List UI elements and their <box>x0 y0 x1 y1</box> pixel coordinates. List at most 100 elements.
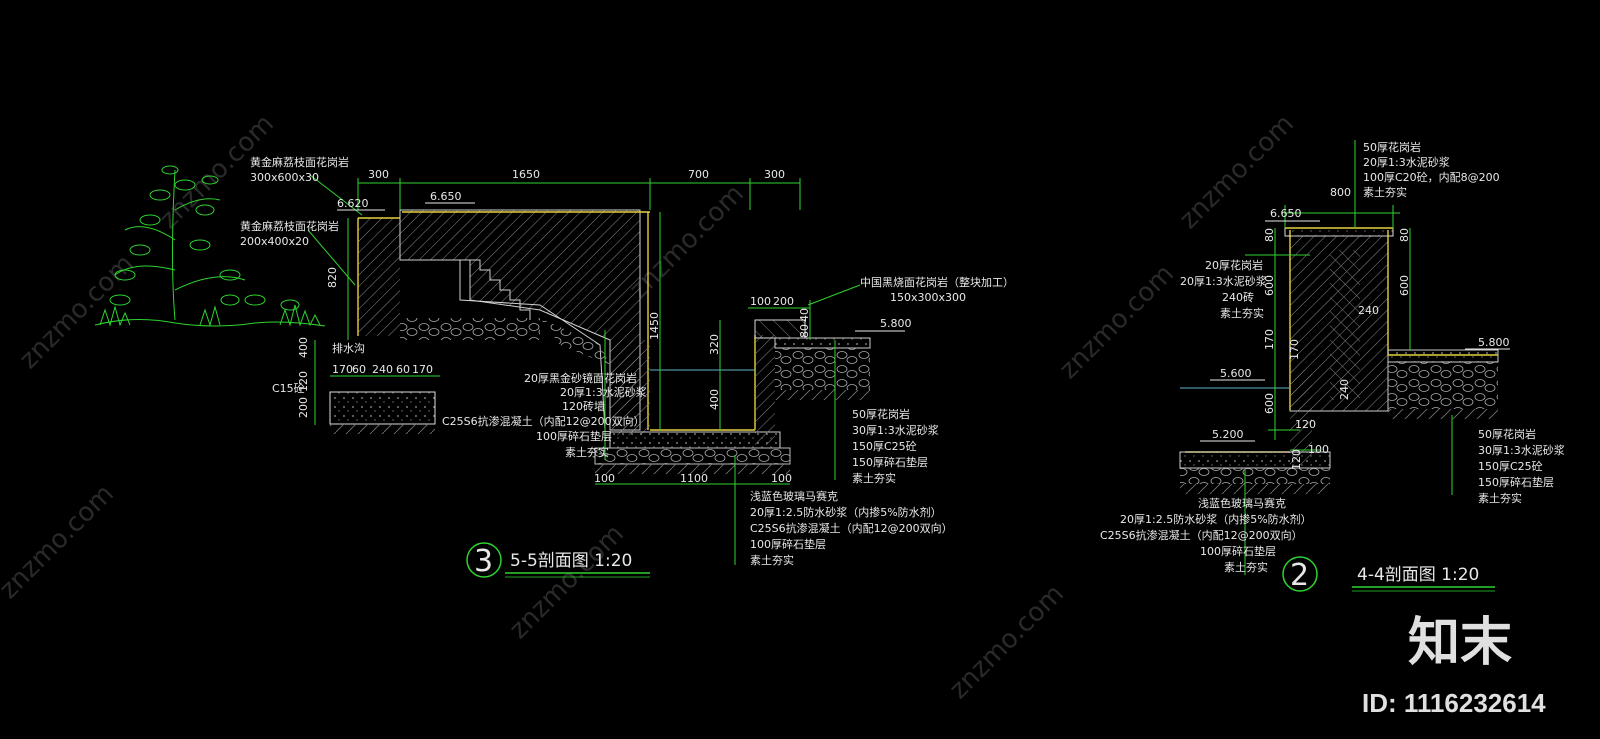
dim-coping-80: 80 <box>798 324 811 338</box>
label-top-0: 50厚花岗岩 <box>1363 140 1421 154</box>
dim-bottom-100b: 100 <box>771 472 792 485</box>
label-mid-5: 素土夯实 <box>565 445 609 459</box>
label-bottom-2: C25S6抗渗混凝土（内配12@200双向） <box>750 521 953 535</box>
dim-inner-100: 100 <box>1308 443 1329 456</box>
label-rb-1: 20厚1:2.5防水砂浆（内掺5%防水剂） <box>1120 512 1312 526</box>
label-top-2: 100厚C20砼，内配8@200 <box>1363 170 1500 184</box>
label-left-2: 240砖 <box>1222 290 1254 304</box>
label-c15: C15砼 <box>272 382 305 395</box>
label-rb-3: 100厚碎石垫层 <box>1200 544 1276 558</box>
label-rb-4: 素土夯实 <box>1224 560 1268 574</box>
section-marker-circle <box>1282 556 1318 592</box>
watermark-text: znzmo.com <box>504 519 630 645</box>
label-granite-1: 黄金麻荔枝面花岗岩 <box>250 155 349 169</box>
dim-600-left-low: 600 <box>1263 393 1276 414</box>
section-number: 2 <box>1290 558 1309 593</box>
label-right-2: 150厚C25砼 <box>852 440 917 453</box>
dim-400-pool: 400 <box>708 389 721 410</box>
label-bottom-4: 素土夯实 <box>750 553 794 567</box>
elevation-5800-r: 5.800 <box>1478 336 1510 349</box>
dim-300-left: 300 <box>368 168 389 181</box>
label-top-3: 素土夯实 <box>1363 185 1407 199</box>
dim-1450: 1450 <box>648 312 661 340</box>
label-right-0: 50厚花岗岩 <box>852 407 910 421</box>
label-r-2: 150厚C25砼 <box>1478 460 1543 473</box>
label-r-4: 素土夯实 <box>1478 491 1522 505</box>
label-bottom-0: 浅蓝色玻璃马赛克 <box>750 489 838 503</box>
dim-coping-40: 40 <box>798 308 811 322</box>
dim-600-right: 600 <box>1398 275 1411 296</box>
plant-shrub <box>94 165 326 327</box>
elevation-5800: 5.800 <box>880 317 912 330</box>
label-r-0: 50厚花岗岩 <box>1478 427 1536 441</box>
dim-base-170a: 170 <box>332 363 353 376</box>
label-drain: 排水沟 <box>332 341 365 355</box>
id-label: ID: 1116232614 <box>1362 688 1546 718</box>
label-r-3: 150厚碎石垫层 <box>1478 475 1554 489</box>
label-mid-1: 20厚1:3水泥砂浆 <box>560 385 647 399</box>
section-4-4: 50厚花岗岩 20厚1:3水泥砂浆 100厚C20砼，内配8@200 素土夯实 … <box>1100 140 1565 593</box>
label-coping-size: 150x300x300 <box>890 291 966 304</box>
elevation-6620: 6.620 <box>337 197 369 210</box>
watermark-text: znzmo.com <box>624 179 750 305</box>
label-right-1: 30厚1:3水泥砂浆 <box>852 423 939 437</box>
dim-820: 820 <box>326 267 339 288</box>
label-left-1: 20厚1:3水泥砂浆 <box>1180 274 1267 288</box>
dim-800: 800 <box>1330 186 1351 199</box>
dim-bottom-1100: 1100 <box>680 472 708 485</box>
section-number: 3 <box>474 544 493 579</box>
section-title: 5-5剖面图 1:20 <box>510 551 632 571</box>
label-granite-1-size: 300x600x30 <box>250 171 319 184</box>
dim-inner-240a: 240 <box>1358 304 1379 317</box>
dim-bottom-100a: 100 <box>594 472 615 485</box>
dim-base-60b: 60 <box>396 363 410 376</box>
dim-300-right: 300 <box>764 168 785 181</box>
elevation-6650: 6.650 <box>430 190 462 203</box>
dim-80-left: 80 <box>1263 228 1276 242</box>
section-marker-circle <box>466 542 502 578</box>
pool-floor <box>609 431 781 449</box>
label-right-4: 素土夯实 <box>852 471 896 485</box>
dim-200: 200 <box>297 397 310 418</box>
dim-inner-120a: 120 <box>1295 418 1316 431</box>
planter-wall <box>358 218 400 336</box>
c15-footing <box>329 391 436 425</box>
label-granite-2-size: 200x400x20 <box>240 235 309 248</box>
label-right-3: 150厚碎石垫层 <box>852 455 928 469</box>
label-granite-2: 黄金麻荔枝面花岗岩 <box>240 219 339 233</box>
label-mid-3: C25S6抗渗混凝土（内配12@200双向） <box>442 414 645 428</box>
dim-700: 700 <box>688 168 709 181</box>
elevation-5200: 5.200 <box>1212 428 1244 441</box>
dim-inner-240b: 240 <box>1338 379 1351 400</box>
dim-170-left: 170 <box>1263 329 1276 350</box>
label-mid-0: 20厚黑金砂镜面花岗岩 <box>524 371 637 385</box>
elevation-5600: 5.600 <box>1220 367 1252 380</box>
dim-1650: 1650 <box>512 168 540 181</box>
label-top-1: 20厚1:3水泥砂浆 <box>1363 155 1450 169</box>
label-left-0: 20厚花岗岩 <box>1205 258 1263 272</box>
brand-logo: 知末 <box>1408 613 1512 673</box>
label-rb-2: C25S6抗渗混凝土（内配12@200双向） <box>1100 528 1303 542</box>
dim-320: 320 <box>708 334 721 355</box>
label-bottom-1: 20厚1:2.5防水砂浆（内掺5%防水剂） <box>750 505 942 519</box>
watermark-text: znzmo.com <box>14 249 140 375</box>
elevation-6650-r: 6.650 <box>1270 207 1302 220</box>
dimension-lines-right <box>1244 140 1453 575</box>
watermark-text: znzmo.com <box>1054 259 1180 385</box>
dim-base-60a: 60 <box>352 363 366 376</box>
watermark-text: znzmo.com <box>0 479 120 605</box>
dim-coping-200: 200 <box>773 295 794 308</box>
dim-base-170b: 170 <box>412 363 433 376</box>
label-left-3: 素土夯实 <box>1220 306 1264 320</box>
dim-80-right: 80 <box>1398 228 1411 242</box>
dim-600-left: 600 <box>1263 275 1276 296</box>
dim-base-240: 240 <box>372 363 393 376</box>
section-title: 4-4剖面图 1:20 <box>1357 565 1479 585</box>
dim-inner-170: 170 <box>1288 339 1301 360</box>
dim-400: 400 <box>297 337 310 358</box>
label-r-1: 30厚1:3水泥砂浆 <box>1478 443 1565 457</box>
dim-coping-100: 100 <box>750 295 771 308</box>
wall-cap <box>1284 227 1394 237</box>
label-coping: 中国黑烧面花岗岩（整块加工） <box>860 275 1014 289</box>
